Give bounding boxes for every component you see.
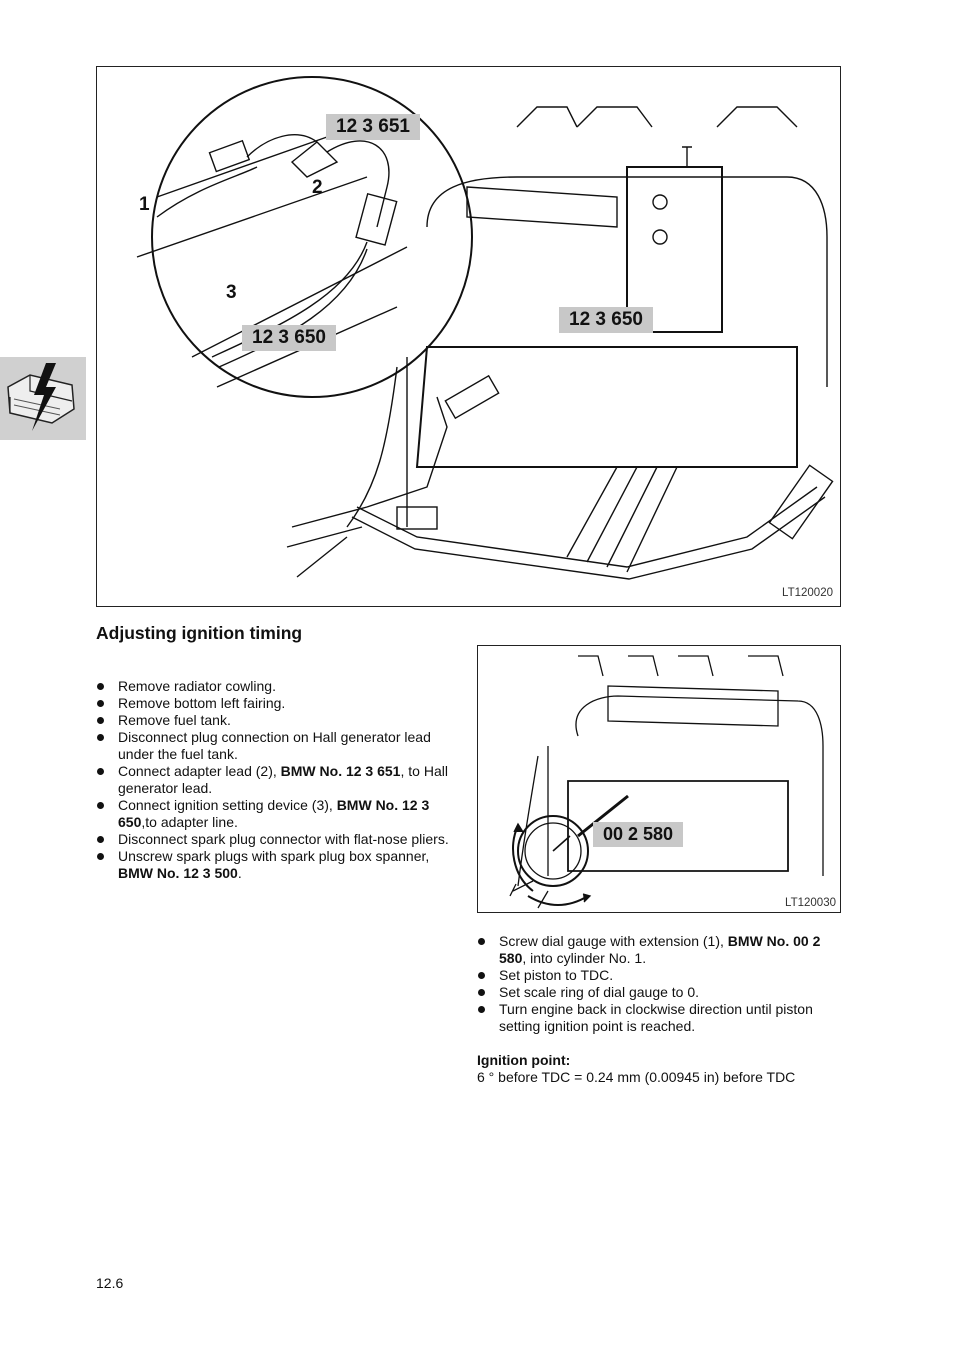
label-3: 3: [226, 282, 237, 303]
callout-adapter-tool: 12 3 651: [326, 114, 420, 140]
list-item: Set piston to TDC.: [477, 967, 842, 984]
list-item: Disconnect spark plug connector with fla…: [96, 831, 458, 848]
dial-gauge-illustration: [509, 655, 824, 909]
ignition-point-note: Ignition point: 6 ° before TDC = 0.24 mm…: [477, 1052, 847, 1086]
ignition-point-value: 6 ° before TDC = 0.24 mm (0.00945 in) be…: [477, 1069, 796, 1085]
list-item: Unscrew spark plugs with spark plug box …: [96, 848, 458, 882]
engine-illustration: [136, 76, 834, 580]
label-2: 2: [312, 177, 323, 198]
label-1: 1: [139, 194, 150, 215]
chapter-tab: [0, 357, 86, 440]
list-item: Remove bottom left fairing.: [96, 695, 458, 712]
steps-list-left: Remove radiator cowling. Remove bottom l…: [96, 678, 458, 882]
callout-device-tool-inset: 12 3 650: [242, 325, 336, 351]
list-item: Remove radiator cowling.: [96, 678, 458, 695]
page-number: 12.6: [96, 1275, 124, 1291]
list-item: Screw dial gauge with extension (1), BMW…: [477, 933, 842, 967]
list-item: Remove fuel tank.: [96, 712, 458, 729]
section-title: Adjusting ignition timing: [96, 623, 303, 643]
figure-dial-gauge: 00 2 580 LT120030: [477, 645, 841, 913]
list-item: Disconnect plug connection on Hall gener…: [96, 729, 458, 763]
ignition-lightning-icon: [7, 363, 75, 431]
figure-ref: LT120030: [785, 897, 836, 909]
list-item: Set scale ring of dial gauge to 0.: [477, 984, 842, 1001]
figure-ref: LT120020: [782, 587, 833, 599]
ignition-point-heading: Ignition point:: [477, 1052, 571, 1068]
list-item: Turn engine back in clockwise direction …: [477, 1001, 842, 1035]
figure-ignition-setup: 12 3 651 12 3 650 12 3 650 1 2 3 LT12002…: [96, 66, 841, 607]
callout-dial-gauge-tool: 00 2 580: [593, 822, 684, 847]
callout-device-tool: 12 3 650: [559, 307, 653, 333]
steps-list-right: Screw dial gauge with extension (1), BMW…: [477, 933, 842, 1035]
list-item: Connect ignition setting device (3), BMW…: [96, 797, 458, 831]
list-item: Connect adapter lead (2), BMW No. 12 3 6…: [96, 763, 458, 797]
